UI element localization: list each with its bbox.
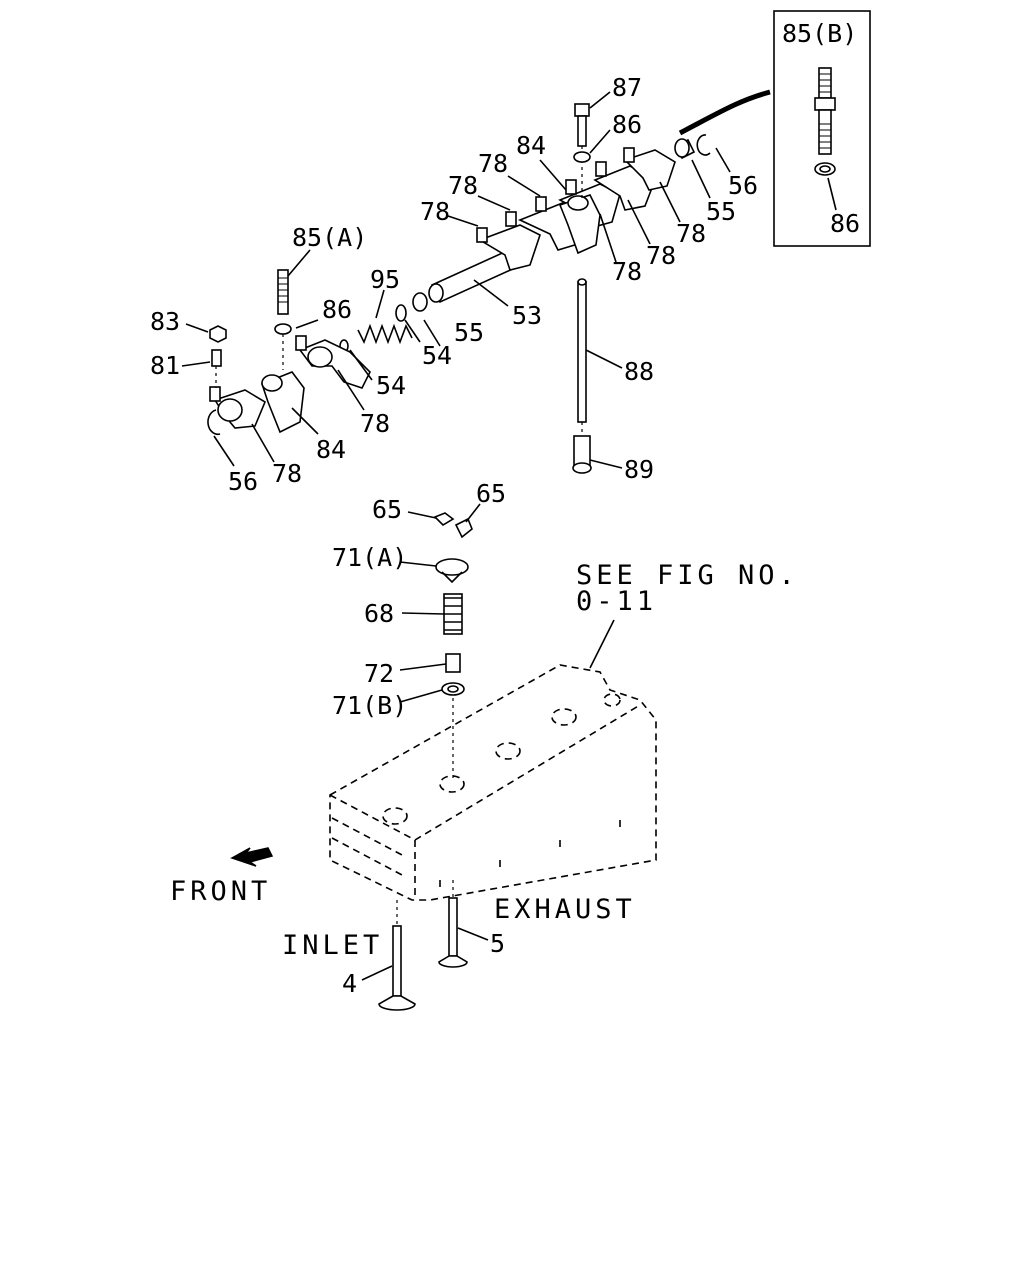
label-89: 89 xyxy=(624,455,654,484)
label-84-top: 84 xyxy=(516,131,546,160)
label-54-b: 54 xyxy=(422,341,452,370)
label-85b: 85(B) xyxy=(782,19,857,48)
label-65-b: 65 xyxy=(476,479,506,508)
label-85a: 85(A) xyxy=(292,223,367,252)
label-71b: 71(B) xyxy=(332,691,407,720)
valves xyxy=(378,880,468,1011)
see-fig-line-2: 0-11 xyxy=(576,586,657,617)
push-rod xyxy=(572,278,592,474)
label-78-h: 78 xyxy=(272,459,302,488)
label-87: 87 xyxy=(612,73,642,102)
label-72: 72 xyxy=(364,659,394,688)
label-78-g: 78 xyxy=(360,409,390,438)
label-88: 88 xyxy=(624,357,654,386)
inset-box xyxy=(678,10,871,247)
label-86-mid: 86 xyxy=(322,295,352,324)
label-78-e: 78 xyxy=(646,241,676,270)
label-78-d: 78 xyxy=(676,219,706,248)
label-78-b: 78 xyxy=(448,171,478,200)
label-68: 68 xyxy=(364,599,394,628)
label-5: 5 xyxy=(490,929,505,958)
inlet-label: INLET xyxy=(282,930,383,961)
label-78-a: 78 xyxy=(478,149,508,178)
valve-spring-parts xyxy=(433,512,473,780)
label-54-a: 54 xyxy=(376,371,406,400)
rocker-shaft-assembly xyxy=(207,103,711,436)
see-fig-line-1: SEE FIG NO. xyxy=(576,560,799,591)
label-78-f: 78 xyxy=(612,257,642,286)
label-84-mid: 84 xyxy=(316,435,346,464)
label-65-a: 65 xyxy=(372,495,402,524)
label-71a: 71(A) xyxy=(332,543,407,572)
label-4: 4 xyxy=(342,969,357,998)
part-labels: 87 86 84 78 78 78 56 55 78 78 78 85(A) 9… xyxy=(150,19,860,998)
label-55-top: 55 xyxy=(706,197,736,226)
label-55-mid: 55 xyxy=(454,318,484,347)
label-56-bot: 56 xyxy=(228,467,258,496)
exhaust-label: EXHAUST xyxy=(494,894,636,925)
front-arrow-icon xyxy=(230,847,274,867)
front-label: FRONT xyxy=(170,876,271,907)
label-95: 95 xyxy=(370,265,400,294)
label-86-inset: 86 xyxy=(830,209,860,238)
label-78-c: 78 xyxy=(420,197,450,226)
label-56-top: 56 xyxy=(728,171,758,200)
label-53: 53 xyxy=(512,301,542,330)
label-86-top: 86 xyxy=(612,110,642,139)
label-83: 83 xyxy=(150,307,180,336)
leader-lines xyxy=(181,91,731,981)
label-81: 81 xyxy=(150,351,180,380)
cylinder-head xyxy=(329,664,657,901)
